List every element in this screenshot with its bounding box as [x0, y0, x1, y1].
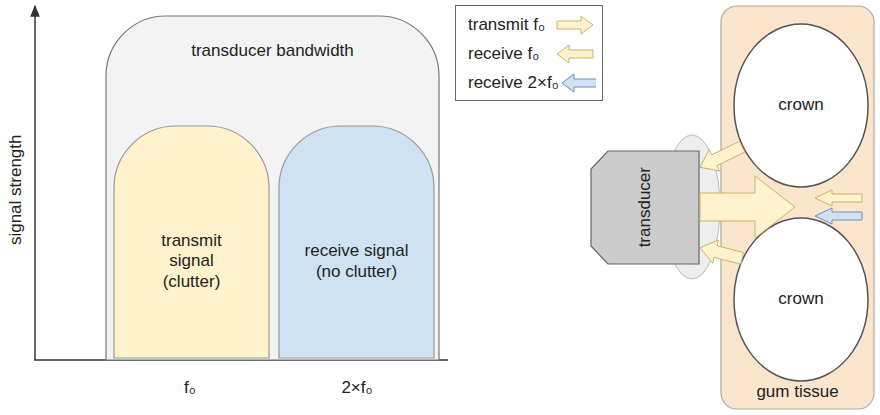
crown-shape	[734, 218, 868, 381]
gum-shape	[721, 6, 874, 409]
probe-shape	[591, 151, 699, 264]
band-shape	[114, 126, 269, 358]
transducer-probe: transducer	[590, 150, 700, 265]
legend-entry: transmit f₀	[468, 12, 596, 38]
echo-arrow	[700, 240, 744, 264]
legend-label: transmit f₀	[468, 15, 545, 35]
legend-swatch	[557, 45, 593, 63]
node-label: crown	[778, 95, 823, 115]
axis-tick-label: 2×f₀	[341, 378, 372, 398]
gum-region: crown crown gum tissue	[720, 5, 875, 410]
axis-tick-label: f₀	[184, 378, 196, 398]
legend-arrow-svg	[554, 14, 596, 36]
node-label: transmit signal (clutter)	[142, 231, 242, 292]
echo-arrow	[700, 141, 745, 171]
legend-entry: receive f₀	[468, 41, 596, 67]
echo-arrow	[815, 190, 862, 206]
y-axis	[34, 6, 36, 360]
receive-band: receive signal (no clutter)	[278, 125, 435, 358]
tooth-crown: crown	[733, 23, 869, 188]
legend-label: receive 2×f₀	[468, 73, 559, 93]
harmonic-arrow	[815, 208, 862, 224]
node-label: transducer bandwidth	[191, 41, 354, 61]
legend-box: transmit f₀ receive f₀ receive 2×f₀	[455, 5, 603, 101]
tooth-crown: crown	[733, 217, 869, 382]
node-label: transducer	[635, 167, 655, 247]
transmit-arrow	[700, 176, 795, 238]
transmit-band: transmit signal (clutter)	[113, 125, 270, 358]
band-shape	[106, 16, 439, 360]
legend-swatch	[557, 16, 593, 34]
legend-swatch	[562, 74, 596, 92]
node-label: crown	[778, 289, 823, 309]
band-shape	[279, 126, 434, 358]
legend-label: receive f₀	[468, 44, 539, 64]
node-label: receive signal (no clutter)	[301, 241, 413, 282]
axis-title: signal strength	[5, 135, 25, 246]
legend-arrow-svg	[554, 43, 596, 65]
crown-shape	[734, 24, 868, 187]
node-label: gum tissue	[756, 382, 838, 402]
legend-arrow-svg	[559, 72, 596, 94]
bandwidth-region: transmit signal (clutter) receive signal …	[105, 15, 440, 360]
legend-entry: receive 2×f₀	[468, 70, 596, 96]
